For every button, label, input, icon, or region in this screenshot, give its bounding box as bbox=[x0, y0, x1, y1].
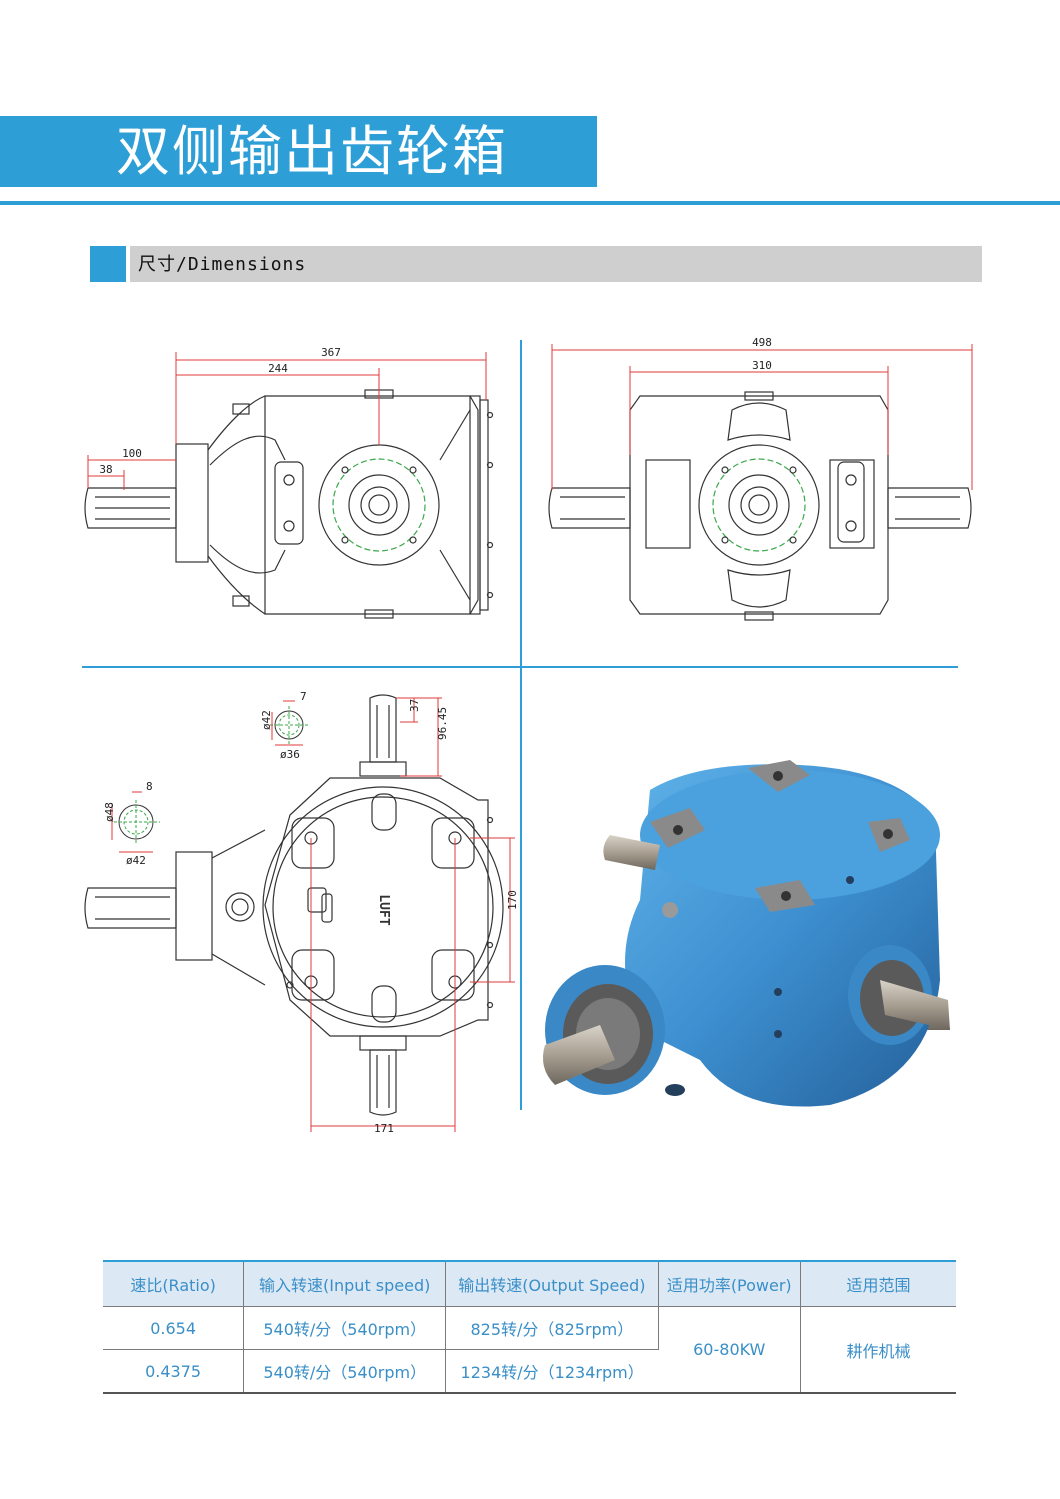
spline-detail-42 bbox=[114, 800, 160, 844]
title-banner bbox=[0, 116, 597, 187]
header-input-speed: 输入转速(Input speed) bbox=[243, 1260, 447, 1307]
dimensions-top-left bbox=[87, 352, 487, 490]
cell-power: 60-80KW bbox=[658, 1306, 801, 1394]
dim-d36: ø36 bbox=[280, 748, 300, 761]
dim-96-45: 96.45 bbox=[436, 707, 449, 740]
table-row: 0.654 540转/分（540rpm） 825转/分（825rpm） 60-8… bbox=[103, 1306, 956, 1394]
cell-output-speed: 825转/分（825rpm） bbox=[445, 1306, 659, 1350]
drawing-divider-vertical bbox=[520, 340, 522, 1110]
cell-ratio: 0.4375 bbox=[103, 1349, 245, 1394]
dim-d48: ø48 bbox=[103, 802, 116, 822]
cell-output-speed: 1234转/分（1234rpm） bbox=[445, 1349, 658, 1394]
dimensions-top-right bbox=[551, 344, 973, 490]
spec-table: 速比(Ratio) 输入转速(Input speed) 输出转速(Output … bbox=[103, 1260, 956, 1394]
section-bar bbox=[130, 246, 982, 282]
section-marker bbox=[90, 246, 126, 282]
drawing-divider-horizontal bbox=[82, 666, 958, 668]
dim-170: 170 bbox=[506, 890, 519, 910]
dim-310: 310 bbox=[752, 359, 772, 372]
table-row: 0.4375 540转/分（540rpm） 1234转/分（1234rpm） bbox=[103, 1349, 956, 1394]
header-output-speed: 输出转速(Output Speed) bbox=[445, 1260, 659, 1307]
cell-input-speed: 540转/分（540rpm） bbox=[243, 1306, 447, 1350]
drawing-top-left bbox=[84, 389, 494, 619]
logo-text: LUFT bbox=[376, 894, 391, 925]
gearbox-render bbox=[542, 760, 950, 1107]
dim-7: 7 bbox=[300, 690, 307, 703]
dim-d42-top: ø42 bbox=[260, 710, 273, 730]
drawing-bottom-left bbox=[84, 694, 504, 1116]
dim-8: 8 bbox=[146, 780, 153, 793]
spline-detail-36 bbox=[270, 706, 308, 744]
header-range: 适用范围 bbox=[800, 1260, 956, 1307]
section-label: 尺寸/Dimensions bbox=[138, 254, 307, 275]
page-title: 双侧输出齿轮箱 bbox=[116, 120, 508, 183]
drawing-top-right bbox=[548, 391, 972, 621]
dimensions-bottom-left bbox=[111, 697, 515, 1132]
header-ratio: 速比(Ratio) bbox=[103, 1260, 245, 1307]
table-header-row: 速比(Ratio) 输入转速(Input speed) 输出转速(Output … bbox=[103, 1260, 956, 1307]
dim-498: 498 bbox=[752, 336, 772, 349]
dim-38: 38 bbox=[99, 463, 112, 476]
dim-d42-left: ø42 bbox=[126, 854, 146, 867]
cell-range: 耕作机械 bbox=[800, 1306, 956, 1394]
dim-37: 37 bbox=[408, 699, 421, 712]
dim-100: 100 bbox=[122, 447, 142, 460]
dim-367: 367 bbox=[321, 346, 341, 359]
dim-171: 171 bbox=[374, 1122, 394, 1135]
header-power: 适用功率(Power) bbox=[658, 1260, 801, 1307]
dim-244: 244 bbox=[268, 362, 288, 375]
header-rule bbox=[0, 201, 1060, 205]
cell-input-speed: 540转/分（540rpm） bbox=[243, 1349, 447, 1394]
cell-ratio: 0.654 bbox=[103, 1306, 245, 1350]
